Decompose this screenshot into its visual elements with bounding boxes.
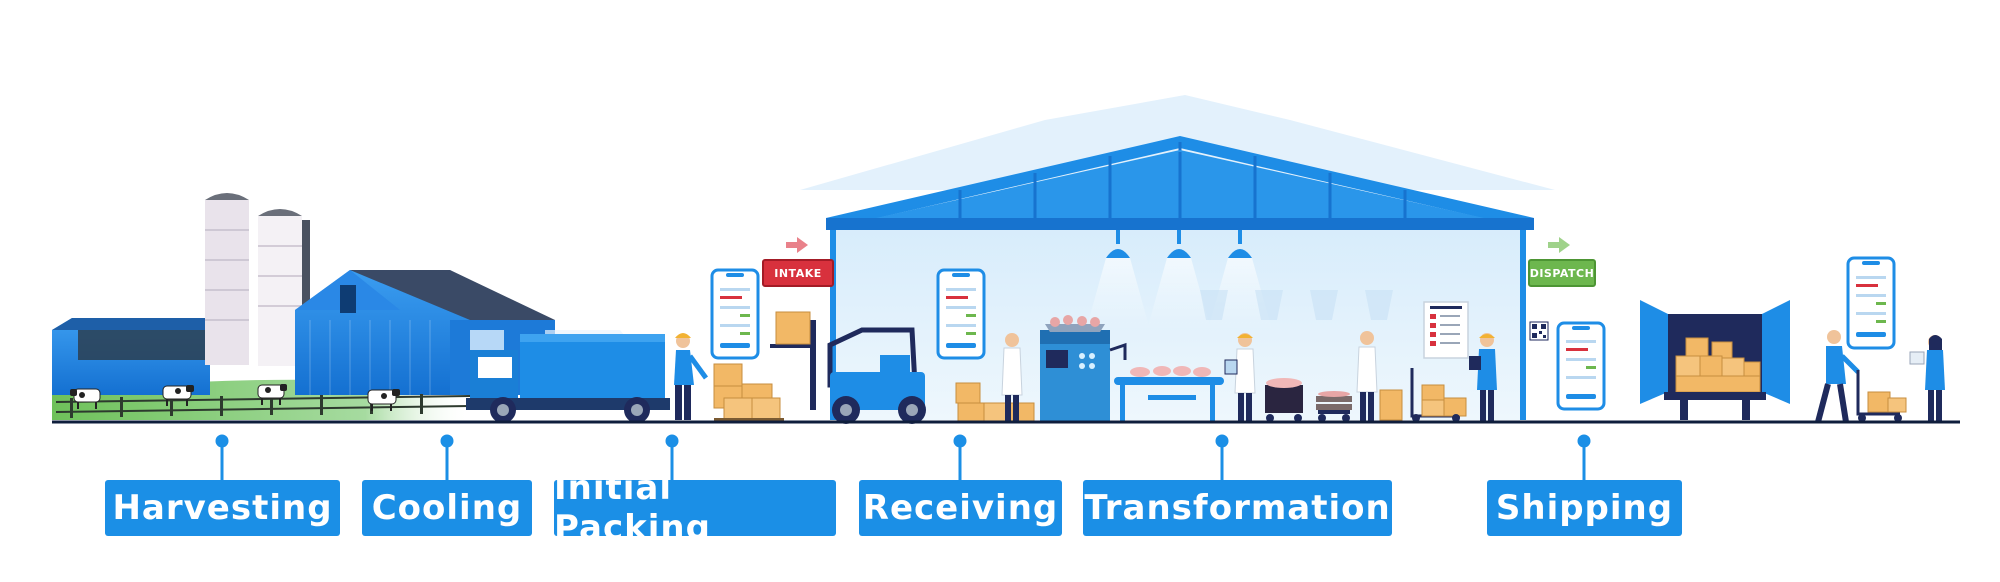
timeline-marker-cooling [440, 434, 454, 480]
stage-label-text: Harvesting [112, 488, 333, 528]
stage-label-transformation: Transformation [1083, 480, 1392, 536]
conveyor-belt [1114, 366, 1224, 422]
forklift [770, 311, 926, 424]
refrigerated-truck [466, 330, 670, 423]
timeline-marker-receiving [953, 434, 967, 480]
worker-inspecting [1356, 331, 1403, 422]
cow-icon [367, 389, 400, 411]
intake-sign: INTAKE [762, 259, 834, 287]
worker-pushing-cart [1815, 330, 1907, 423]
phone-icon [936, 268, 986, 360]
phone-icon [1556, 321, 1606, 411]
grinder-machine [1040, 315, 1127, 422]
timeline-marker-initial-packing [665, 434, 679, 480]
shipping-trailer [1640, 300, 1790, 420]
stage-label-text: Cooling [371, 488, 523, 528]
phone-icon [1846, 256, 1896, 350]
cow-icon [257, 384, 287, 405]
qr-code-icon [1529, 321, 1549, 341]
timeline-marker-transformation [1215, 434, 1229, 480]
worker-with-paper [1909, 335, 1945, 422]
timeline-markers [215, 434, 1591, 480]
dispatch-arrow-icon [1548, 237, 1570, 253]
stage-label-receiving: Receiving [859, 480, 1062, 536]
stage-label-initial-packing: Initial Packing [554, 468, 836, 548]
dispatch-sign-label: DISPATCH [1529, 266, 1595, 280]
received-boxes [955, 382, 1035, 423]
stock-chart-poster [1423, 301, 1469, 359]
stage-label-text: Initial Packing [554, 468, 711, 548]
dispatch-sign: DISPATCH [1528, 259, 1596, 287]
worker-clipboard [1469, 333, 1497, 422]
intake-sign-label: INTAKE [774, 266, 822, 280]
worker-tablet [1224, 333, 1256, 422]
stage-label-text: Shipping [1495, 488, 1674, 528]
stage-label-text: Receiving [862, 488, 1059, 528]
timeline-marker-shipping [1577, 434, 1591, 480]
trays-cart [1316, 391, 1352, 422]
stage-label-shipping: Shipping [1487, 480, 1682, 536]
intake-arrow-icon [786, 237, 808, 253]
stage-label-harvesting: Harvesting [105, 480, 340, 536]
worker-receiving [1001, 333, 1023, 422]
hand-truck-boxes [1410, 368, 1467, 422]
meat-cart [1265, 378, 1303, 422]
phone-icon [710, 268, 760, 360]
stage-label-text: Transformation [1084, 488, 1391, 528]
worker-with-boxes [674, 333, 784, 422]
cow-icon [70, 388, 101, 409]
cow-icon [162, 385, 194, 406]
timeline-marker-harvesting [215, 434, 229, 480]
stage-label-cooling: Cooling [362, 480, 532, 536]
warehouse-building [800, 95, 1555, 420]
